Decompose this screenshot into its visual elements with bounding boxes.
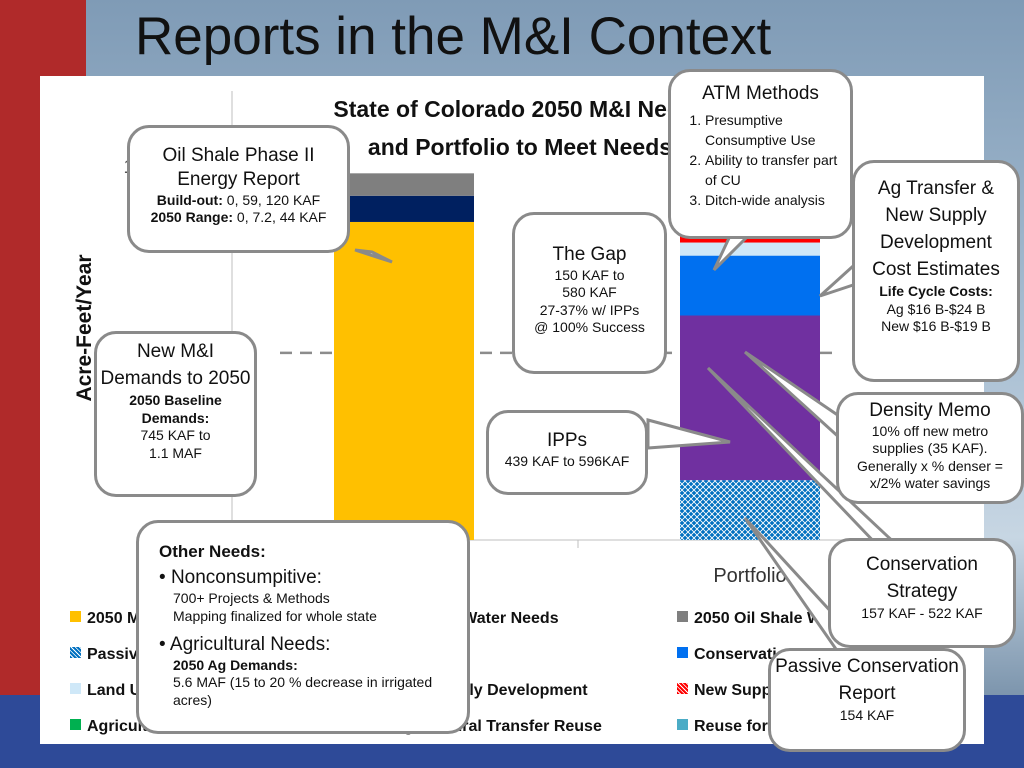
legend-swatch — [70, 647, 81, 658]
oil-shale-buildout-label: Build-out: — [156, 191, 223, 208]
ag-transfer-callout: Ag Transfer & New Supply Development Cos… — [852, 160, 1020, 382]
gap-line-1: 150 KAF to — [554, 266, 625, 283]
bar-segment-land-use-density — [680, 242, 820, 256]
legend-swatch — [70, 683, 81, 694]
bar-segment-ipps — [680, 315, 820, 481]
oil-shale-buildout-value: 0, 59, 120 KAF — [222, 191, 321, 208]
legend-swatch — [70, 719, 81, 730]
legend-swatch — [677, 611, 688, 622]
density-line-1: 10% off new metro supplies (35 KAF). — [871, 422, 989, 457]
passive-callout: Passive Conservation Report 154 KAF — [768, 648, 966, 752]
new-mi-title: New M&I Demands to 2050 — [100, 341, 251, 389]
other-needs-b2-line: 5.6 MAF (15 to 20 % decrease in irrigate… — [173, 674, 433, 708]
legend-swatch — [70, 611, 81, 622]
other-needs-b1-line-1: 700+ Projects & Methods — [173, 590, 330, 606]
ipps-title: IPPs — [546, 430, 588, 451]
density-callout: Density Memo 10% off new metro supplies … — [836, 392, 1024, 504]
atm-item-2: Ability to transfer part of CU — [705, 150, 850, 190]
atm-title: ATM Methods — [702, 83, 819, 104]
legend-swatch — [677, 719, 688, 730]
ag-transfer-line-2: New $16 B-$19 B — [881, 318, 991, 334]
new-mi-line-2: 1.1 MAF — [149, 444, 202, 461]
other-needs-bullet-2: Agricultural Needs: — [169, 634, 331, 655]
bar-segment-2050-oil-shale-water-needs — [334, 173, 474, 196]
other-needs-title: Other Needs: — [159, 542, 266, 561]
atm-item-3: Ditch-wide analysis — [705, 190, 850, 210]
passive-title: Passive Conservation Report — [775, 656, 959, 704]
atm-item-1: Presumptive Consumptive Use — [705, 110, 850, 150]
gap-line-2: 580 KAF — [562, 284, 617, 301]
conservation-title: Conservation Strategy — [866, 554, 978, 602]
other-needs-callout: Other Needs: • Nonconsumpitive: 700+ Pro… — [136, 520, 470, 734]
ipps-callout: IPPs 439 KAF to 596KAF — [486, 410, 648, 495]
bar-segment-2050-ssi-water-needs — [334, 195, 474, 222]
chart-title: State of Colorado 2050 M&I Needs and Por… — [280, 90, 760, 166]
chart-title-line-2: and Portfolio to Meet Needs — [367, 134, 673, 160]
conservation-callout: Conservation Strategy 157 KAF - 522 KAF — [828, 538, 1016, 648]
density-title: Density Memo — [869, 400, 991, 421]
ag-transfer-sub-label: Life Cycle Costs: — [879, 283, 993, 299]
bar-segment-conservation — [680, 255, 820, 316]
new-mi-callout: New M&I Demands to 2050 2050 Baseline De… — [94, 331, 257, 497]
oil-shale-range-value: 0, 7.2, 44 KAF — [233, 209, 327, 225]
gap-callout: The Gap 150 KAF to 580 KAF 27-37% w/ IPP… — [512, 212, 667, 374]
other-needs-bullet-1: Nonconsumpitive: — [170, 567, 322, 589]
legend-swatch — [677, 683, 688, 694]
bar-segment-passive-conservation — [680, 480, 820, 540]
legend-swatch — [677, 647, 688, 658]
x-tick-label: Portfolio — [713, 565, 786, 587]
oil-shale-callout: Oil Shale Phase II Energy Report Build-o… — [127, 125, 350, 253]
new-mi-sub-label: 2050 Baseline Demands: — [129, 392, 222, 426]
ag-transfer-title: Ag Transfer & New Supply Development Cos… — [872, 178, 1000, 280]
chart-title-line-1: State of Colorado 2050 M&I Needs — [333, 96, 707, 122]
ipps-line-1: 439 KAF to 596KAF — [504, 452, 630, 469]
oil-shale-title: Oil Shale Phase II Energy Report — [162, 145, 315, 190]
atm-callout: ATM Methods Presumptive Consumptive Use … — [668, 69, 853, 239]
density-line-2: Generally x % denser = x/2% water saving… — [857, 457, 1003, 492]
conservation-line-1: 157 KAF - 522 KAF — [861, 605, 983, 621]
ag-transfer-line-1: Ag $16 B-$24 B — [886, 300, 986, 317]
passive-line-1: 154 KAF — [839, 707, 895, 723]
other-needs-b1-line-2: Mapping finalized for whole state — [173, 607, 377, 624]
slide-title: Reports in the M&I Context — [135, 7, 772, 66]
new-mi-line-1: 745 KAF to — [140, 427, 211, 443]
gap-line-4: @ 100% Success — [534, 319, 645, 336]
other-needs-b2-label: 2050 Ag Demands: — [173, 656, 298, 673]
gap-title: The Gap — [552, 244, 627, 265]
oil-shale-range-label: 2050 Range: — [150, 209, 234, 225]
gap-line-3: 27-37% w/ IPPs — [539, 301, 640, 318]
bar-segment-2050-m-i-needs — [334, 221, 474, 541]
